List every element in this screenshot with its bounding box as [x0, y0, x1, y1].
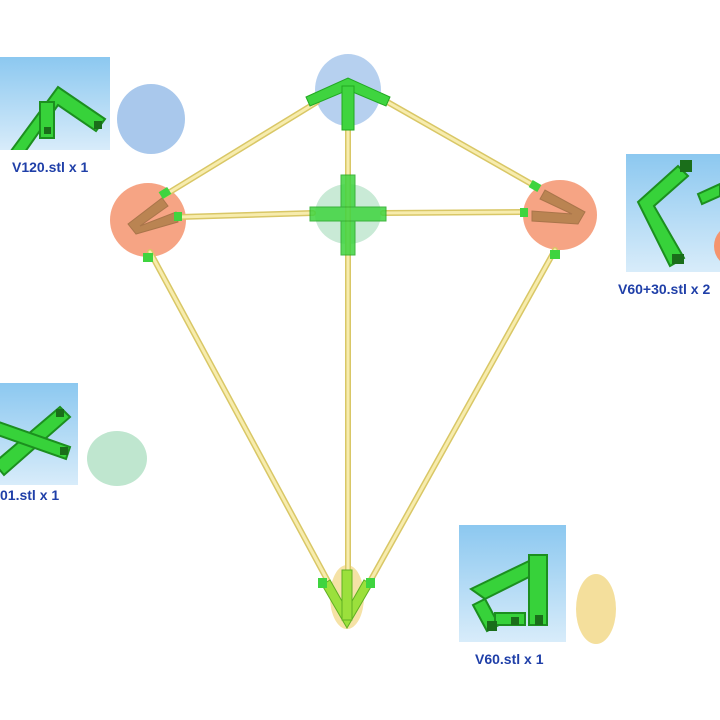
- v60-30-part-label: V60+30.stl x 2: [618, 281, 711, 297]
- bottom-connector: [321, 569, 373, 629]
- v60-color-swatch: [576, 574, 616, 644]
- v120-connector-icon: [10, 85, 107, 150]
- cross-connector-icon: [0, 405, 72, 477]
- rods: [147, 97, 558, 588]
- left-connector: [127, 197, 179, 235]
- cross-part-thumbnail: [0, 383, 78, 485]
- cross-part-label: 01.stl x 1: [0, 487, 60, 503]
- v120-part-thumbnail: [0, 57, 110, 150]
- cross-color-swatch: [87, 431, 147, 486]
- v60-30-color-swatch: [714, 226, 720, 266]
- right-connector: [531, 189, 586, 225]
- v120-color-swatch: [117, 84, 185, 154]
- v120-part-label: V120.stl x 1: [12, 159, 89, 175]
- v60-connector-icon: [469, 554, 548, 633]
- v60-part-label: V60.stl x 1: [475, 651, 544, 667]
- v60-part-thumbnail: [459, 525, 566, 642]
- v60-30-connector-icon: [636, 160, 720, 268]
- v60-30-part-thumbnail: [626, 154, 720, 272]
- connector-end-caps: [143, 180, 560, 588]
- center-connector: [309, 174, 387, 256]
- top-connector: [305, 77, 391, 131]
